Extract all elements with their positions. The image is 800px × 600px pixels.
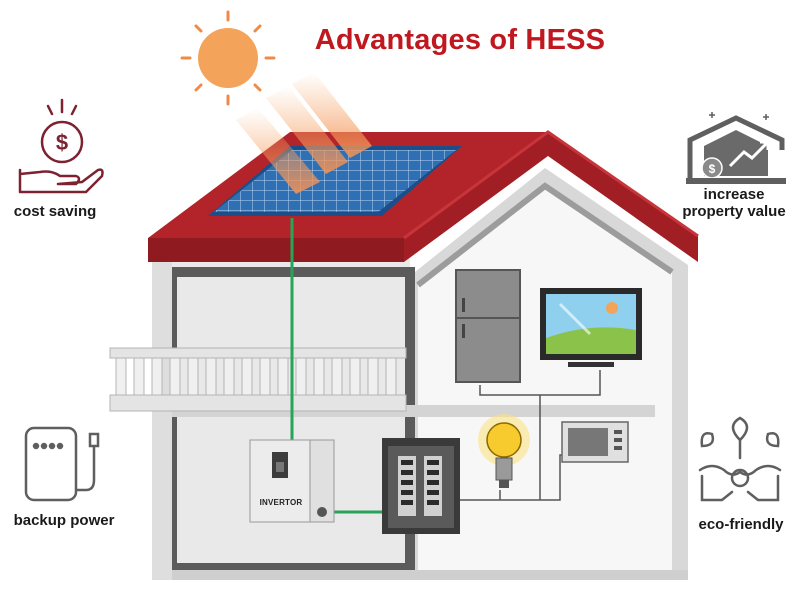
eco-hands-icon	[698, 416, 782, 502]
eco-friendly-label: eco-friendly	[698, 516, 784, 533]
sun	[180, 10, 276, 106]
property-value-label: increase property value	[662, 186, 800, 220]
television	[540, 288, 642, 367]
power-bank-icon	[24, 426, 100, 502]
inverter	[249, 439, 335, 523]
property-value-label-line2: property value	[682, 203, 786, 220]
property-value-label-line1: increase	[703, 186, 765, 203]
diagram-title: Advantages of HESS	[314, 24, 606, 56]
inverter-label: INVERTOR	[259, 498, 303, 507]
sun-rays	[236, 72, 372, 194]
svg-text:$: $	[709, 162, 716, 176]
microwave	[561, 421, 629, 463]
light-bulb	[478, 414, 530, 488]
breaker-panel	[382, 438, 460, 534]
svg-text:$: $	[56, 130, 68, 155]
hand-dollar-icon: $	[18, 98, 104, 194]
house-growth-icon: $	[686, 112, 786, 184]
cables	[290, 218, 601, 514]
refrigerator	[455, 269, 521, 383]
backup-power-label: backup power	[13, 512, 115, 529]
cost-saving-label: cost saving	[13, 203, 97, 220]
balcony	[109, 347, 407, 412]
